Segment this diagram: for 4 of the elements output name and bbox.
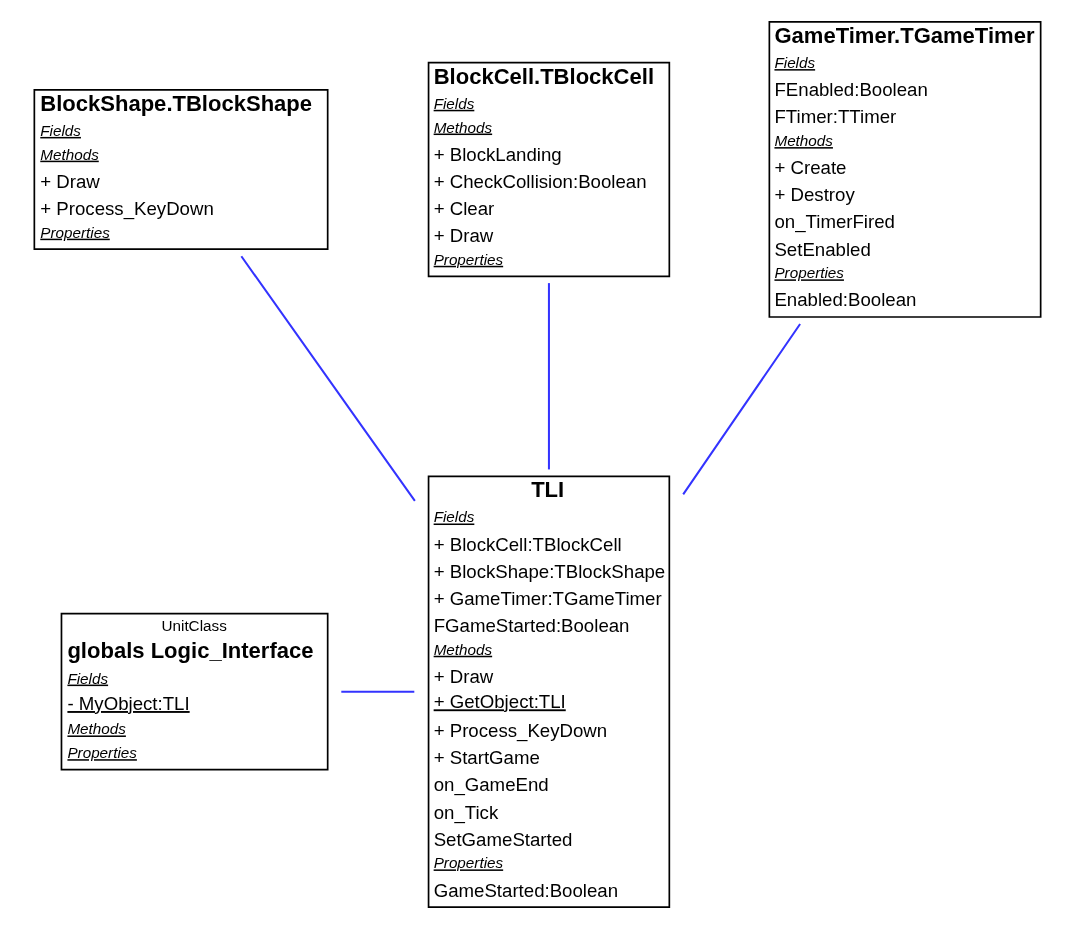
connector [341,690,415,693]
connector [240,255,416,502]
connector [682,323,801,495]
connector [547,283,550,470]
